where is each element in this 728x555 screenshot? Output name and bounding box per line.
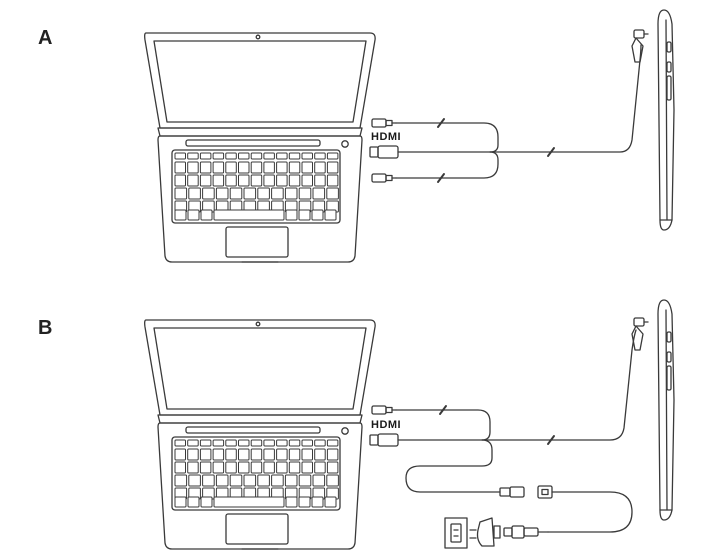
hdmi-connector-b (369, 433, 399, 447)
tablet-illustration-b (657, 299, 675, 521)
hdmi-cable-b (397, 329, 637, 441)
tablet-illustration-a (657, 9, 675, 231)
panel-a-label: A (38, 27, 53, 49)
panel-a-diagram: HDMI (144, 9, 675, 263)
laptop-illustration-b (144, 319, 376, 550)
usb-extension-plug (499, 486, 525, 498)
usb-connector-a-bottom (371, 173, 397, 183)
hdmi-connector-a (369, 145, 399, 159)
hdmi-cable-a (397, 44, 642, 153)
laptop-illustration-a (144, 32, 376, 263)
hdmi-label-b: HDMI (371, 419, 401, 431)
panel-b-diagram: HDMI (144, 299, 675, 550)
power-adapter (469, 517, 501, 547)
usb-extension-socket (537, 485, 553, 499)
usb-connector-b-top (371, 405, 397, 415)
hdmi-label-a: HDMI (371, 131, 401, 143)
usb-connector-a-top (371, 118, 397, 128)
adapter-usb-plug (503, 525, 549, 539)
panel-b-label: B (38, 317, 53, 339)
wall-outlet (444, 517, 468, 549)
